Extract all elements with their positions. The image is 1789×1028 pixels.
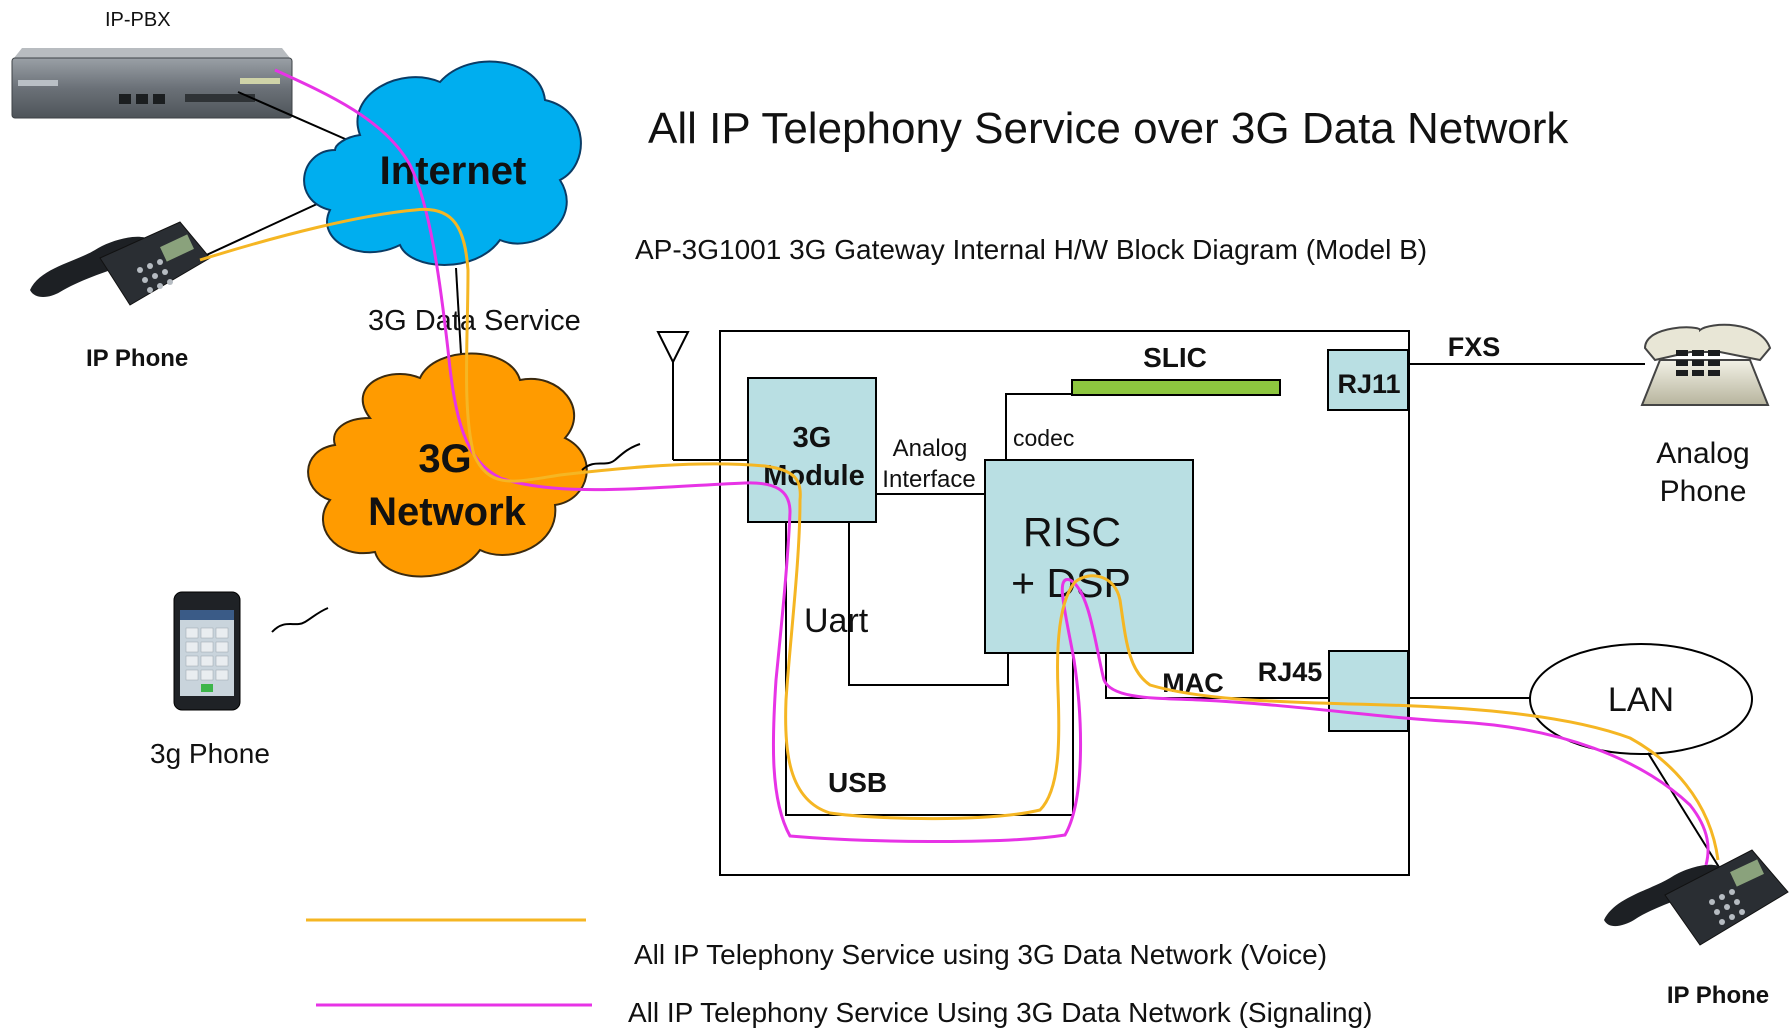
risc-dsp-label-line1: RISC xyxy=(1023,509,1121,555)
3g-network-label-line1: 3G xyxy=(418,437,471,481)
lan-label: LAN xyxy=(1608,681,1674,719)
analog-phone-label-line1: Analog xyxy=(1656,437,1749,470)
phone-internet-link xyxy=(199,197,331,259)
rj45-label: RJ45 xyxy=(1258,657,1323,687)
3g-module-block xyxy=(747,377,877,523)
slic-label: SLIC xyxy=(1143,342,1207,373)
codec-label: codec xyxy=(1013,425,1074,451)
3g-network-cloud xyxy=(307,352,588,578)
legend-signaling-text: All IP Telephony Service Using 3G Data N… xyxy=(628,997,1372,1028)
ip-phone-left xyxy=(30,221,211,306)
usb-label: USB xyxy=(828,767,887,798)
analog-interface-label-line2: Interface xyxy=(882,466,975,493)
ip-pbx-label: IP-PBX xyxy=(105,9,171,31)
lan-phone-link xyxy=(1647,752,1723,873)
rj45-port xyxy=(1328,650,1409,732)
codec-link xyxy=(1005,393,1072,460)
ip-pbx-device xyxy=(11,48,293,119)
data-service-label: 3G Data Service xyxy=(368,305,581,337)
mac-link xyxy=(1105,653,1329,699)
risc-dsp-block xyxy=(984,459,1194,654)
pbx-internet-link xyxy=(237,91,353,143)
slic-block xyxy=(1071,379,1281,396)
page-title: All IP Telephony Service over 3G Data Ne… xyxy=(648,104,1569,153)
analog-interface-label-line1: Analog xyxy=(893,435,968,462)
ip-phone-right xyxy=(1604,849,1789,946)
uart-link xyxy=(848,522,1009,686)
3g-phone-wireless-icon xyxy=(271,607,329,633)
diagram-subtitle: AP-3G1001 3G Gateway Internal H/W Block … xyxy=(635,234,1427,265)
fxs-label: FXS xyxy=(1448,332,1501,362)
3g-phone xyxy=(173,591,241,711)
uart-label: Uart xyxy=(804,602,869,640)
signaling-path xyxy=(274,68,1710,866)
ip-phone-right-label: IP Phone xyxy=(1667,982,1769,1009)
usb-link xyxy=(785,522,1074,816)
analog-phone-label-line2: Phone xyxy=(1660,475,1747,508)
3g-phone-label: 3g Phone xyxy=(150,738,270,769)
rj11-label: RJ11 xyxy=(1337,369,1400,399)
ip-phone-left-label: IP Phone xyxy=(86,345,188,372)
antenna-icon xyxy=(656,331,748,461)
legend-voice-text: All IP Telephony Service using 3G Data N… xyxy=(634,939,1327,970)
internet-label: Internet xyxy=(380,149,527,193)
3g-network-label-line2: Network xyxy=(368,490,527,534)
3g-module-label-line1: 3G xyxy=(793,422,832,454)
3g-wireless-icon xyxy=(581,443,641,471)
voice-path xyxy=(199,207,1720,861)
rj11-port xyxy=(1327,349,1409,411)
analog-phone xyxy=(1640,323,1772,406)
3g-module-label-line2: Module xyxy=(763,460,865,492)
